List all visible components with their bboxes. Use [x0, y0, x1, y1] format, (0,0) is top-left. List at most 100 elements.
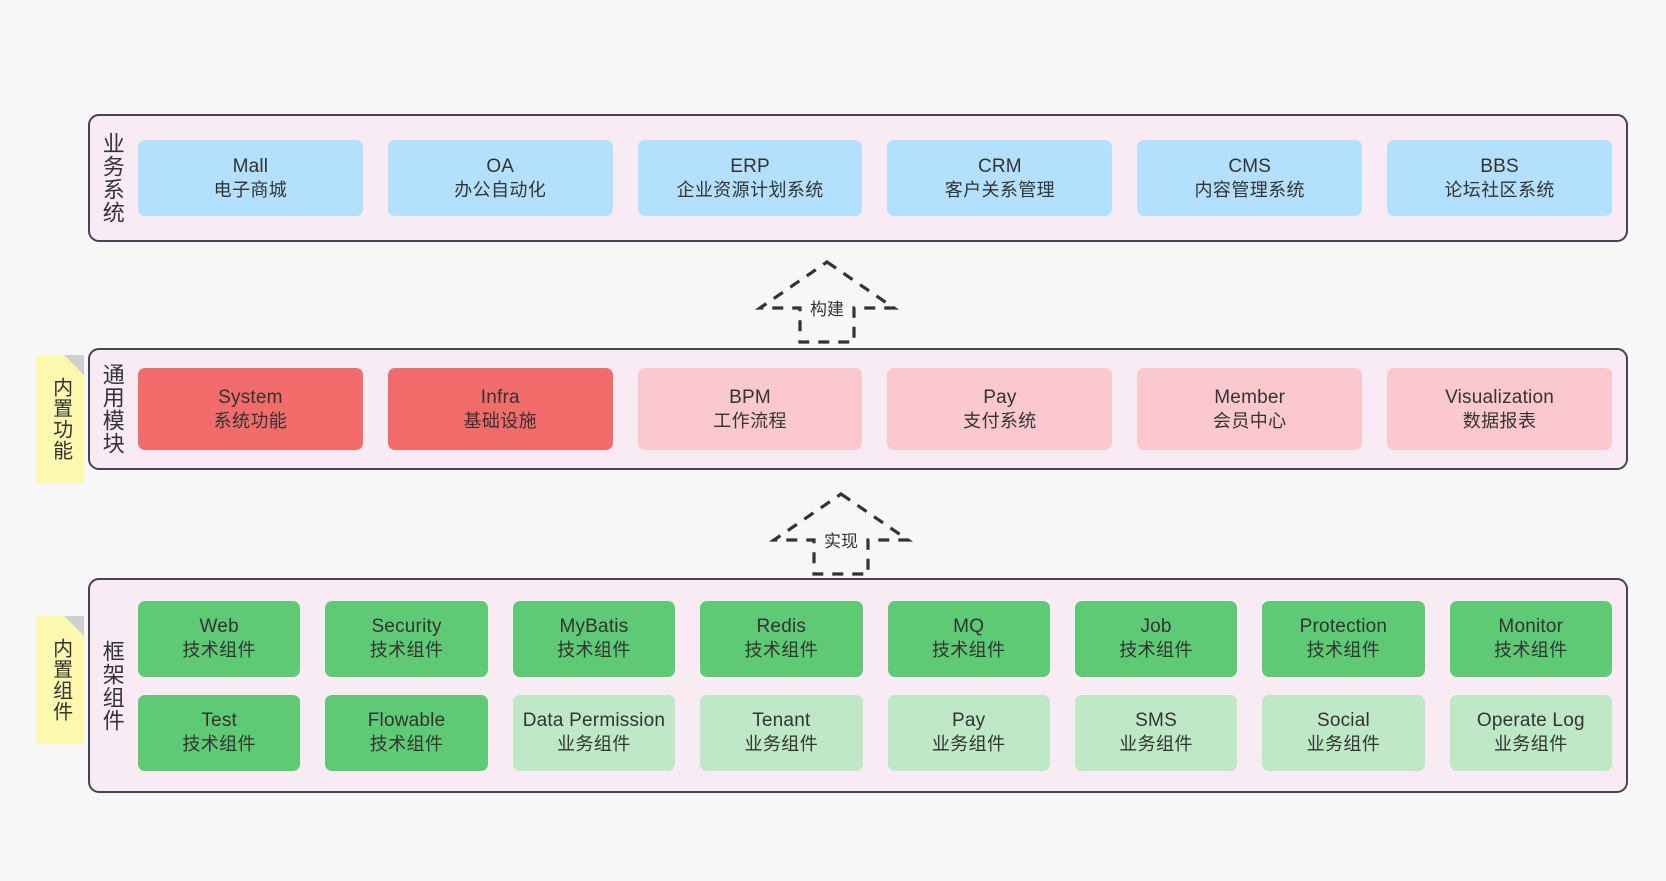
- dashed-hollow-arrow-icon: [768, 492, 914, 576]
- node-title: Job: [1140, 616, 1172, 638]
- node-protection[interactable]: Protection 技术组件: [1262, 600, 1425, 677]
- node-title: Pay: [983, 386, 1017, 408]
- node-subtitle: 技术组件: [369, 734, 444, 755]
- connector-label-build: 构建: [806, 294, 848, 321]
- layer-title-business-systems: 业务系统: [99, 132, 125, 224]
- layer-business-systems: 业务系统 Mall 电子商城 OA 办公自动化 ERP 企业资源计划系统 CRM…: [88, 114, 1628, 242]
- node-tenant[interactable]: Tenant 业务组件: [700, 694, 863, 771]
- node-pay-module[interactable]: Pay 支付系统: [887, 368, 1113, 450]
- node-subtitle: 系统功能: [213, 410, 288, 431]
- node-subtitle: 技术组件: [369, 640, 444, 661]
- node-subtitle: 技术组件: [744, 640, 819, 661]
- node-title: BPM: [729, 386, 771, 408]
- node-oa[interactable]: OA 办公自动化: [387, 140, 613, 216]
- layer-body-common-modules: System 系统功能 Infra 基础设施 BPM 工作流程 Pay 支付系统…: [134, 350, 1626, 468]
- node-subtitle: 业务组件: [744, 734, 819, 755]
- node-subtitle: 业务组件: [931, 734, 1006, 755]
- node-title: Social: [1316, 710, 1370, 732]
- node-subtitle: 会员中心: [1212, 410, 1287, 431]
- node-mq[interactable]: MQ 技术组件: [887, 600, 1050, 677]
- node-subtitle: 技术组件: [182, 640, 256, 661]
- node-subtitle: 技术组件: [931, 640, 1006, 661]
- node-flowable[interactable]: Flowable 技术组件: [325, 694, 488, 771]
- node-member[interactable]: Member 会员中心: [1137, 368, 1363, 450]
- node-test[interactable]: Test 技术组件: [138, 694, 301, 771]
- node-crm[interactable]: CRM 客户关系管理: [887, 140, 1113, 216]
- node-mybatis[interactable]: MyBatis 技术组件: [512, 600, 676, 677]
- node-sms[interactable]: SMS 业务组件: [1074, 694, 1238, 771]
- node-title: ERP: [730, 155, 770, 177]
- node-subtitle: 业务组件: [1494, 734, 1568, 755]
- node-subtitle: 客户关系管理: [944, 179, 1056, 200]
- node-data-permission[interactable]: Data Permission 业务组件: [512, 694, 676, 771]
- node-subtitle: 企业资源计划系统: [676, 179, 824, 200]
- node-operate-log[interactable]: Operate Log 业务组件: [1449, 694, 1612, 771]
- dashed-hollow-arrow-icon: [754, 260, 900, 344]
- node-job[interactable]: Job 技术组件: [1074, 600, 1238, 677]
- layer-body-business-systems: Mall 电子商城 OA 办公自动化 ERP 企业资源计划系统 CRM 客户关系…: [134, 116, 1626, 240]
- note-builtin-components: 内置组件: [36, 616, 84, 744]
- node-title: Security: [371, 616, 442, 638]
- node-social[interactable]: Social 业务组件: [1262, 694, 1425, 771]
- node-bbs[interactable]: BBS 论坛社区系统: [1387, 140, 1612, 216]
- node-subtitle: 技术组件: [1494, 640, 1568, 661]
- node-subtitle: 数据报表: [1462, 410, 1537, 431]
- node-title: Infra: [480, 386, 520, 408]
- node-row: Web 技术组件 Security 技术组件 MyBatis 技术组件 Redi…: [138, 600, 1612, 677]
- node-subtitle: 技术组件: [182, 734, 256, 755]
- node-title: Member: [1214, 386, 1286, 408]
- node-subtitle: 业务组件: [557, 734, 631, 755]
- node-subtitle: 技术组件: [1119, 640, 1193, 661]
- node-subtitle: 工作流程: [713, 410, 787, 431]
- node-title: Monitor: [1498, 616, 1564, 638]
- layer-common-modules: 通用模块 System 系统功能 Infra 基础设施 BPM 工作流程 Pay…: [88, 348, 1628, 470]
- node-title: Mall: [232, 155, 269, 177]
- node-infra[interactable]: Infra 基础设施: [387, 368, 613, 450]
- note-builtin-features: 内置功能: [36, 355, 84, 483]
- node-title: SMS: [1135, 710, 1177, 732]
- node-subtitle: 办公自动化: [454, 179, 547, 200]
- node-title: MyBatis: [559, 616, 629, 638]
- node-title: Operate Log: [1476, 710, 1585, 732]
- node-web[interactable]: Web 技术组件: [138, 600, 301, 677]
- node-system[interactable]: System 系统功能: [138, 368, 363, 450]
- connector-label-implement: 实现: [820, 526, 862, 553]
- node-bpm[interactable]: BPM 工作流程: [637, 368, 863, 450]
- note-fold-corner-icon: [64, 355, 84, 375]
- node-subtitle: 业务组件: [1119, 734, 1193, 755]
- node-subtitle: 论坛社区系统: [1444, 179, 1555, 200]
- node-monitor[interactable]: Monitor 技术组件: [1449, 600, 1612, 677]
- node-cms[interactable]: CMS 内容管理系统: [1137, 140, 1363, 216]
- node-redis[interactable]: Redis 技术组件: [700, 600, 863, 677]
- connector-implement: 实现: [768, 490, 914, 576]
- node-erp[interactable]: ERP 企业资源计划系统: [637, 140, 863, 216]
- node-title: Data Permission: [522, 710, 666, 732]
- layer-framework-components: 框架组件 Web 技术组件 Security 技术组件 MyBatis 技术组件…: [88, 578, 1628, 793]
- connector-build: 构建: [754, 258, 900, 344]
- node-title: Flowable: [367, 710, 446, 732]
- node-title: BBS: [1480, 155, 1519, 177]
- note-label: 内置功能: [49, 377, 72, 461]
- node-mall[interactable]: Mall 电子商城: [138, 140, 363, 216]
- node-title: Test: [201, 710, 238, 732]
- node-title: CMS: [1228, 155, 1272, 177]
- note-label: 内置组件: [49, 638, 72, 722]
- node-subtitle: 业务组件: [1306, 734, 1381, 755]
- node-security[interactable]: Security 技术组件: [325, 600, 488, 677]
- layer-title-common-modules: 通用模块: [99, 363, 125, 455]
- node-title: OA: [486, 155, 515, 177]
- node-subtitle: 内容管理系统: [1194, 179, 1305, 200]
- node-row: Mall 电子商城 OA 办公自动化 ERP 企业资源计划系统 CRM 客户关系…: [138, 140, 1612, 216]
- node-subtitle: 技术组件: [1306, 640, 1381, 661]
- layer-body-framework-components: Web 技术组件 Security 技术组件 MyBatis 技术组件 Redi…: [134, 580, 1626, 791]
- node-row: Test 技术组件 Flowable 技术组件 Data Permission …: [138, 694, 1612, 771]
- layer-title-framework-components: 框架组件: [99, 639, 125, 732]
- node-title: MQ: [953, 616, 985, 638]
- node-pay-component[interactable]: Pay 业务组件: [887, 694, 1050, 771]
- node-subtitle: 基础设施: [463, 410, 538, 431]
- node-title: Tenant: [752, 710, 811, 732]
- node-title: Redis: [756, 616, 807, 638]
- node-title: Web: [199, 616, 239, 638]
- node-visualization[interactable]: Visualization 数据报表: [1387, 368, 1612, 450]
